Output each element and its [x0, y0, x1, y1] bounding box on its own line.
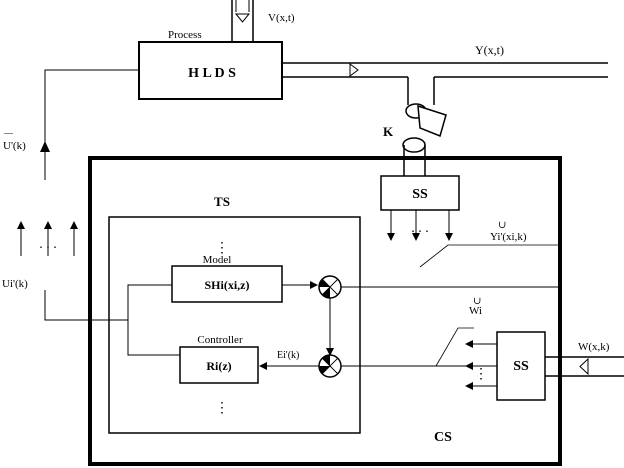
w-input-pipe [545, 356, 624, 377]
y-output-label: Y(x,t) [475, 43, 504, 57]
v-input-pipe [231, 0, 254, 42]
u-feedback-label: U'(k) [3, 140, 26, 152]
ts-internal-bus [127, 284, 180, 356]
ui-dots: . . . [39, 237, 57, 252]
u-feedback-arrowhead [40, 141, 50, 152]
w-input-label: W(x,k) [578, 341, 610, 353]
ts-label: TS [214, 194, 230, 209]
process-label: Process [168, 29, 202, 41]
y-annotation-leader [419, 244, 560, 268]
ss-top-outputs [387, 210, 453, 241]
ui-arrows [17, 221, 78, 256]
ts-dots-bottom: ⋮ [215, 401, 229, 416]
w-annotation-leader [435, 327, 474, 367]
hlds-block [138, 41, 283, 100]
ss-right-outputs [465, 340, 497, 390]
ui-label: Ui'(k) [2, 278, 28, 290]
ss-top-dots: . . . [411, 221, 429, 236]
model-label: Model [203, 254, 232, 266]
y-measured-accent: ∪ [498, 220, 506, 231]
ts-boundary [108, 216, 361, 434]
k-label: K [383, 124, 394, 139]
r-block-label: Ri(z) [206, 359, 231, 373]
ts-dots-top: ⋮ [215, 241, 229, 256]
hlds-label: H L D S [188, 66, 236, 81]
controller-label: Controller [197, 334, 243, 346]
v-input-label: V(x,t) [268, 12, 295, 24]
y-output-pipe [282, 62, 608, 78]
k-valve [402, 103, 447, 177]
ss-top-label: SS [412, 187, 428, 202]
w-measured-label: Wi [469, 305, 482, 317]
comparator-top [318, 275, 342, 299]
ui-bus-line [44, 290, 128, 321]
w-measured-accent: ∪ [473, 296, 481, 307]
cs-boundary [88, 156, 562, 466]
ei-label: Ei'(k) [277, 350, 299, 361]
r-block [179, 346, 259, 384]
sh-block-label: SHi(xi,z) [205, 278, 250, 292]
ss-top-block [380, 175, 460, 211]
sh-block [171, 265, 283, 303]
ss-right-label: SS [513, 359, 529, 374]
u-feedback-bar: — [3, 128, 14, 138]
ss-right-dots: ⋮ [474, 367, 488, 382]
k-branch-pipe [407, 77, 435, 105]
comparator-bottom [318, 354, 342, 378]
cs-label: CS [434, 430, 452, 445]
y-measured-label: Yi'(xi,k) [490, 231, 527, 243]
